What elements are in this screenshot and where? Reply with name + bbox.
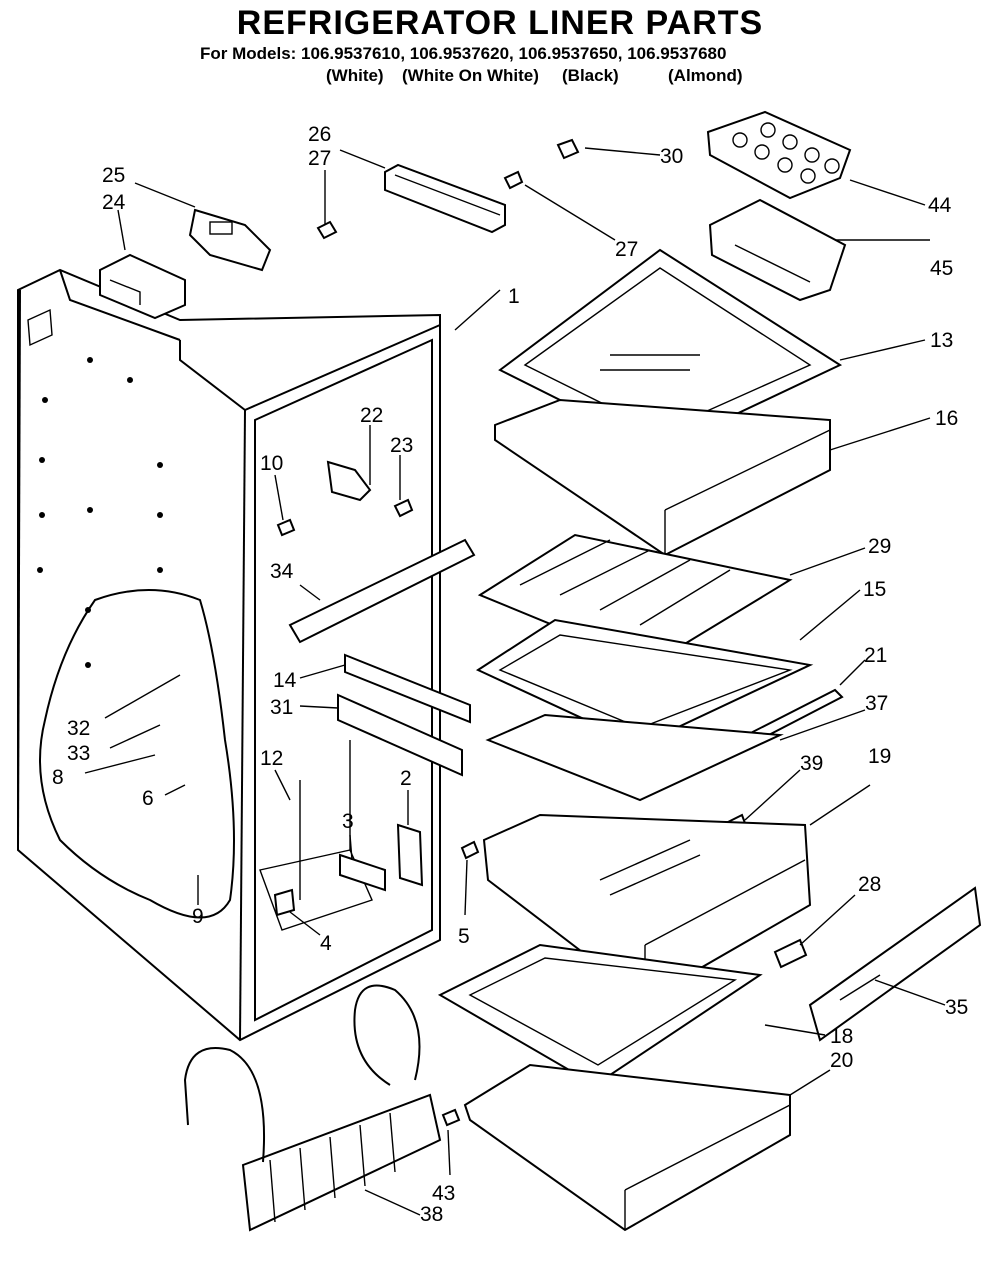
callout-label: 10 [260,452,283,475]
cover-bracket [188,208,272,272]
egg-tray [706,110,852,200]
drawer [463,1063,791,1232]
callout-label: 26 [308,123,331,146]
callout-label: 33 [67,742,90,765]
callout-label: 27 [615,238,638,261]
callout-label: 2 [400,767,412,790]
meat-pan [437,943,763,1087]
callout-label: 29 [868,535,891,558]
color-label-black: (Black) [562,66,619,85]
callout-label: 3 [342,810,354,833]
shelf-frame [485,713,784,802]
grille [808,886,982,1042]
callout-label: 5 [458,925,470,948]
shelf-support-rail [288,538,476,644]
cover-bracket [339,853,386,892]
cover-bracket [326,460,372,502]
callout-label: 34 [270,560,294,583]
color-label-white: (White) [326,66,384,85]
callout-label: 37 [865,692,888,715]
callout-label: 39 [800,752,823,775]
callout-label: 1 [508,285,520,308]
cabinet-liner [17,268,441,1042]
models-line: For Models: 106.9537610, 106.9537620, 10… [200,44,727,63]
callout-label: 19 [868,745,891,768]
callout-label: 22 [360,404,383,427]
shelf-support-rail [344,653,471,724]
cover-bracket [396,823,424,887]
wire-harness [183,984,442,1232]
callout-label: 38 [420,1203,443,1226]
callout-label: 32 [67,717,90,740]
callout-label: 15 [863,578,886,601]
shelf-support-rail [384,163,506,234]
callout-label: 23 [390,434,413,457]
callout-label: 4 [320,932,332,955]
callout-label: 14 [273,669,297,692]
callout-label: 30 [660,145,683,168]
callout-label: 28 [858,873,881,896]
leader-lines [84,147,946,1216]
callout-label: 12 [260,747,283,770]
callout-label: 20 [830,1049,853,1072]
callout-label: 45 [930,257,953,280]
control-housing [99,253,186,320]
callout-label: 16 [935,407,958,430]
callout-label: 27 [308,147,331,170]
callout-label: 31 [270,696,293,719]
callout-label: 8 [52,766,64,789]
callout-label: 24 [102,191,126,214]
crisper-drawer [494,398,831,557]
color-label-almond: (Almond) [668,66,743,85]
callout-label: 35 [945,996,968,1019]
color-label-white-on-white: (White On White) [402,66,539,85]
callout-label: 13 [930,329,953,352]
callout-label: 18 [830,1025,853,1048]
callout-label: 44 [928,194,952,217]
egg-bin [708,198,847,302]
shelf-support-rail [337,693,463,777]
callout-label: 43 [432,1182,455,1205]
callout-label: 9 [192,905,204,928]
cover-bracket [773,938,808,969]
callout-label: 6 [142,787,154,810]
callout-label: 25 [102,164,125,187]
drawer [482,813,812,1002]
callout-labels: 1 2 3 4 5 6 8 9 10 12 13 14 15 16 18 19 … [52,123,968,1226]
page-title: REFRIGERATOR LINER PARTS [236,4,764,42]
cover-bracket [273,888,296,917]
callout-label: 21 [864,644,887,667]
